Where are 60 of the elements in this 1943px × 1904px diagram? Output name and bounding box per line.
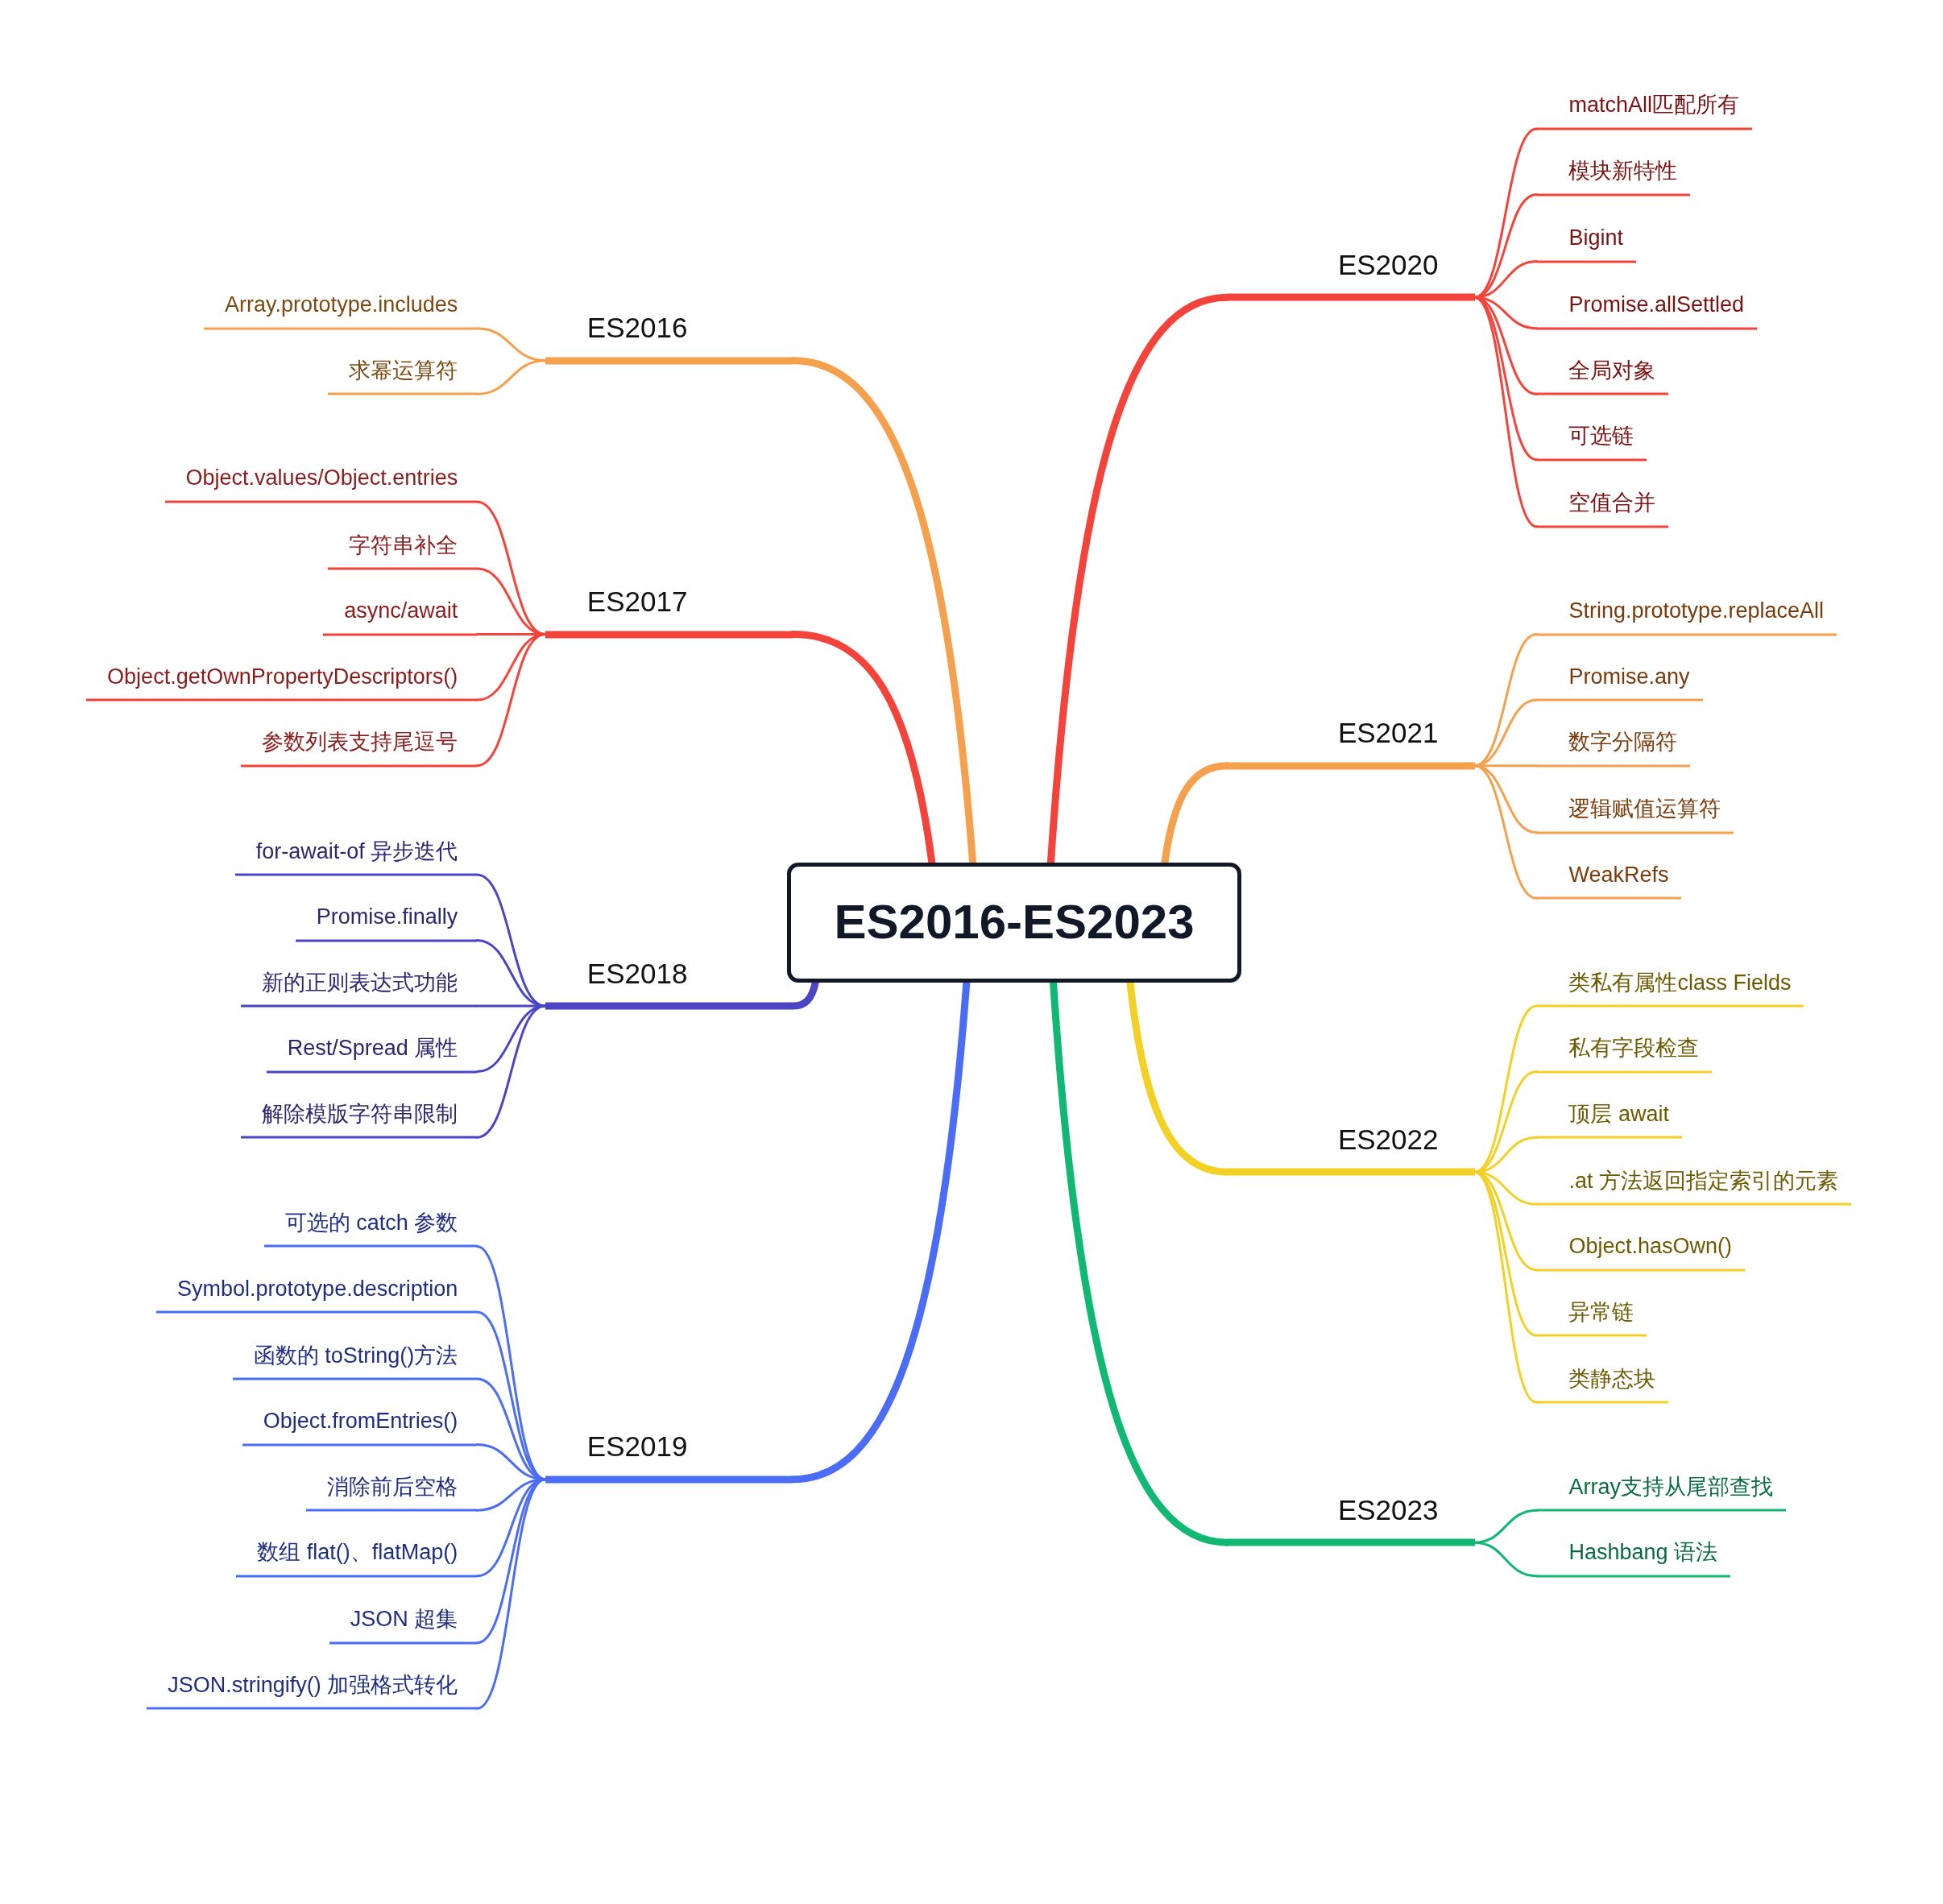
subtopic-text: WeakRefs	[1536, 858, 1682, 900]
subtopic-text: 数组 flat()、flatMap()	[236, 1535, 478, 1578]
branch-topic: ES2023	[1226, 1488, 1475, 1546]
subtopic-text: Object.getOwnPropertyDescriptors()	[86, 660, 478, 702]
subtopic-text: 模块新特性	[1536, 154, 1691, 196]
subtopic-text: 类静态块	[1536, 1362, 1669, 1404]
branch-topic: ES2017	[545, 580, 793, 639]
subtopic-text: 可选链	[1536, 419, 1647, 462]
subtopic-text: Promise.any	[1536, 660, 1703, 702]
branch-line	[1473, 1541, 1538, 1578]
branch-line	[475, 1004, 547, 1139]
branch-line	[1473, 193, 1538, 299]
branch-topic: ES2022	[1226, 1118, 1475, 1176]
branch-line	[1473, 1509, 1538, 1544]
subtopic-text: 异常链	[1536, 1295, 1647, 1337]
branch-topic: ES2020	[1226, 243, 1475, 301]
subtopic-text: 字符串补全	[328, 528, 478, 570]
subtopic-text: Bigint	[1536, 221, 1636, 263]
subtopic-text: 类私有属性class Fields	[1536, 966, 1804, 1008]
subtopic-text: 顶层 await	[1536, 1097, 1682, 1139]
branch-topic: ES2019	[545, 1425, 793, 1484]
branch-topic: ES2016	[545, 306, 793, 365]
subtopic-text: 逻辑赋值运算符	[1536, 792, 1734, 834]
subtopic-text: 消除前后空格	[306, 1470, 478, 1512]
subtopic-text: 空值合并	[1536, 486, 1669, 528]
subtopic-text: 可选的 catch 参数	[263, 1206, 478, 1248]
subtopic-text: 求幂运算符	[328, 354, 478, 395]
subtopic-text: async/await	[323, 594, 478, 636]
subtopic-text: 全局对象	[1536, 354, 1669, 395]
branch-line	[1473, 1070, 1538, 1173]
subtopic-text: 数字分隔符	[1536, 725, 1691, 768]
subtopic-text: String.prototype.replaceAll	[1536, 594, 1837, 636]
subtopic-text: Symbol.prototype.description	[156, 1272, 478, 1314]
subtopic-text: Object.values/Object.entries	[164, 462, 478, 503]
subtopic-text: Promise.allSettled	[1536, 288, 1758, 330]
branch-line	[475, 359, 547, 395]
branch-line	[475, 633, 547, 768]
subtopic-text: Rest/Spread 属性	[266, 1031, 478, 1074]
subtopic-text: JSON.stringify() 加强格式转化	[147, 1668, 478, 1710]
subtopic-text: 私有字段检查	[1536, 1031, 1713, 1074]
branch-topic: ES2018	[545, 952, 793, 1010]
branch-line	[1473, 764, 1538, 900]
subtopic-text: Array支持从尾部查找	[1536, 1470, 1786, 1512]
subtopic-text: for-await-of 异步迭代	[234, 834, 478, 876]
subtopic-text: Object.hasOwn()	[1536, 1229, 1745, 1272]
subtopic-text: matchAll匹配所有	[1536, 88, 1752, 130]
subtopic-text: JSON 超集	[329, 1602, 478, 1645]
subtopic-text: 解除模版字符串限制	[241, 1097, 478, 1139]
subtopic-text: Array.prototype.includes	[204, 288, 478, 330]
subtopic-text: 函数的 toString()方法	[232, 1339, 478, 1380]
subtopic-text: Promise.finally	[295, 900, 478, 942]
subtopic-text: 新的正则表达式功能	[241, 966, 478, 1008]
central-topic-box: ES2016-ES2023	[786, 862, 1242, 983]
subtopic-text: Object.fromEntries()	[242, 1404, 478, 1447]
branch-topic: ES2021	[1226, 711, 1475, 770]
branch-line	[475, 1478, 547, 1710]
subtopic-text: Hashbang 语法	[1536, 1535, 1731, 1578]
subtopic-text: 参数列表支持尾逗号	[241, 725, 478, 768]
branch-line	[475, 939, 547, 1008]
subtopic-text: .at 方法返回指定索引的元素	[1536, 1164, 1851, 1206]
